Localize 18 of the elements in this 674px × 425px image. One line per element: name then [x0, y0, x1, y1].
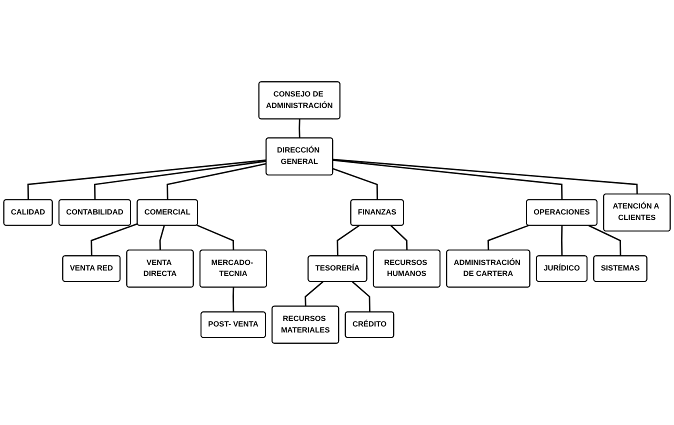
connector: [588, 224, 622, 256]
connector: [27, 159, 266, 200]
connector: [487, 224, 529, 250]
connector: [298, 119, 300, 138]
connector: [159, 225, 165, 250]
connector: [94, 160, 266, 200]
connector: [90, 223, 138, 256]
connector: [332, 168, 378, 200]
connector: [561, 226, 563, 256]
connector: [352, 281, 370, 312]
connector: [232, 287, 234, 312]
connector: [390, 225, 408, 250]
connector: [304, 281, 324, 306]
connector: [336, 224, 360, 256]
connector: [166, 163, 266, 200]
connector: [332, 158, 638, 194]
connector: [196, 224, 234, 250]
connector: [332, 159, 563, 200]
